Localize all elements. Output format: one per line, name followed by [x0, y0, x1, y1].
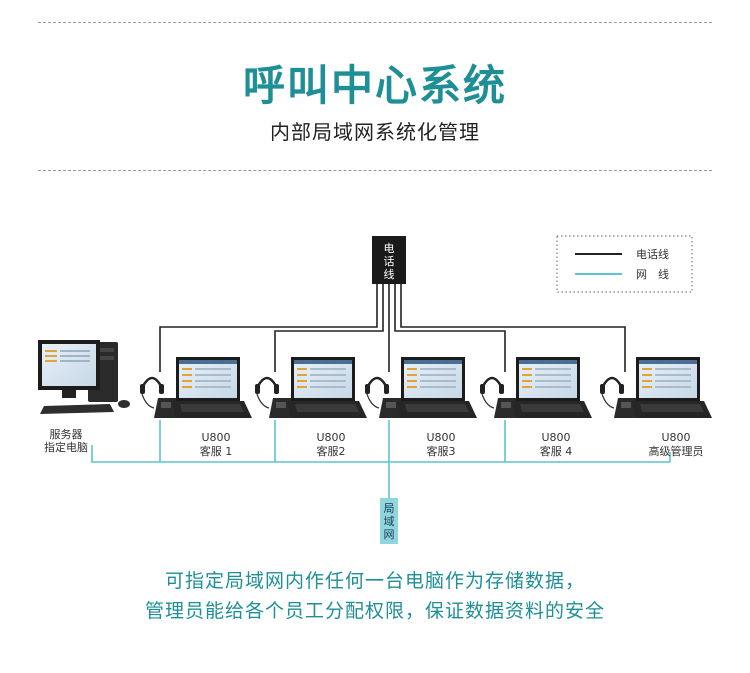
page-title: 呼叫中心系统: [242, 61, 507, 110]
headset-icon: [600, 376, 624, 409]
station-role-label: 客服 4: [540, 444, 573, 458]
server-desktop: [38, 340, 130, 414]
phone-device-icon: [154, 398, 178, 418]
lan-label-char-2: 域: [384, 515, 395, 528]
laptop-icon: [287, 357, 367, 418]
bottom-divider: [38, 170, 712, 171]
lan-label-char-1: 局: [384, 502, 395, 515]
headset-icon: [480, 376, 504, 409]
server-label-line1: 服务器: [50, 428, 83, 441]
phone-device-icon: [269, 398, 293, 418]
station-model-label: U800: [201, 431, 230, 444]
phone-line-bus: [159, 283, 626, 372]
station-role-label: 客服 1: [200, 444, 233, 458]
caption-line-2: 管理员能给各个员工分配权限，保证数据资料的安全: [144, 600, 605, 622]
laptop-icon: [172, 357, 252, 418]
station-role-label: 客服3: [427, 444, 456, 458]
legend-phone-line-label: 电话线: [636, 247, 669, 261]
station-model-label: U800: [541, 431, 570, 444]
station-model-label: U800: [426, 431, 455, 444]
station-role-label: 客服2: [317, 444, 346, 458]
station-role-label: 高级管理员: [649, 444, 704, 458]
page-subtitle: 内部局域网系统化管理: [270, 120, 480, 144]
server-label-line2: 指定电脑: [44, 440, 88, 454]
top-divider: [38, 22, 712, 23]
phone-device-icon: [379, 398, 403, 418]
phone-line-hub: 电 话 线: [372, 236, 406, 284]
hub-label-char-1: 电: [384, 242, 395, 255]
legend-network-line-label: 网 线: [636, 267, 669, 281]
headset-icon: [255, 376, 279, 409]
network-line-bus: [91, 420, 671, 500]
lan-node: 局 域 网: [380, 498, 398, 544]
laptop-icon: [397, 357, 477, 418]
legend: 电话线 网 线: [556, 235, 693, 293]
phone-device-icon: [494, 398, 518, 418]
hub-label-char-3: 线: [384, 267, 395, 281]
station-model-label: U800: [316, 431, 345, 444]
hub-label-char-2: 话: [384, 255, 395, 268]
headset-icon: [140, 376, 164, 409]
phone-device-icon: [614, 398, 638, 418]
lan-label-char-3: 网: [384, 528, 395, 541]
laptop-icon: [512, 357, 592, 418]
caption-line-1: 可指定局域网内作任何一台电脑作为存储数据，: [164, 570, 585, 592]
laptop-icon: [632, 357, 712, 418]
station-model-label: U800: [661, 431, 690, 444]
headset-icon: [365, 376, 389, 409]
